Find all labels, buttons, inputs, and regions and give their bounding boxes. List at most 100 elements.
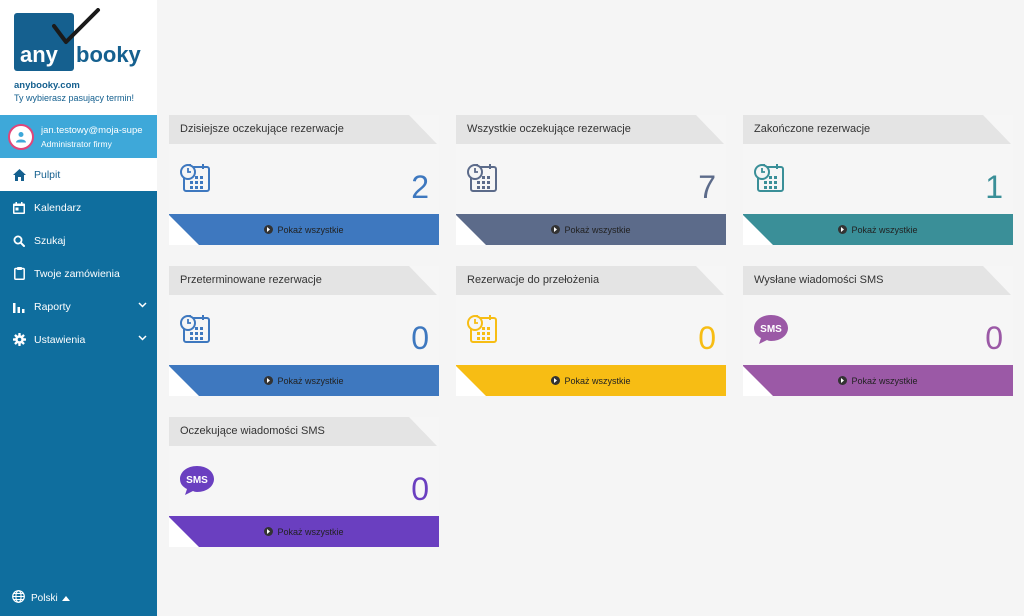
show-all-button[interactable]: Pokaż wszystkie xyxy=(169,516,439,547)
show-all-button[interactable]: Pokaż wszystkie xyxy=(169,214,439,245)
card-count: 1 xyxy=(985,169,1003,205)
calendar-clock-icon xyxy=(180,164,210,192)
card-header: Dzisiejsze oczekujące rezerwacje xyxy=(169,115,439,144)
stat-card: Dzisiejsze oczekujące rezerwacje 2 Pokaż xyxy=(169,115,439,245)
show-all-label: Pokaż wszystkie xyxy=(277,526,344,537)
card-body: SMS 0 xyxy=(169,446,439,516)
nav-item-kalendarz[interactable]: Kalendarz xyxy=(0,191,157,224)
search-icon xyxy=(12,234,26,248)
user-email: jan.testowy@moja-supe xyxy=(41,124,143,136)
card-body: 0 xyxy=(169,295,439,365)
nav-item-ustawienia[interactable]: Ustawienia xyxy=(0,323,157,356)
card-count: 0 xyxy=(411,471,429,507)
arrow-right-circle-icon xyxy=(264,527,274,536)
user-role: Administrator firmy xyxy=(41,138,112,149)
card-count: 0 xyxy=(985,320,1003,356)
show-all-label: Pokaż wszystkie xyxy=(277,375,344,386)
nav-item-szukaj[interactable]: Szukaj xyxy=(0,224,157,257)
anybooky-logo[interactable]: any booky xyxy=(14,8,146,74)
card-count: 0 xyxy=(698,320,716,356)
arrow-right-circle-icon xyxy=(264,225,274,234)
card-body: 7 xyxy=(456,144,726,214)
card-count: 0 xyxy=(411,320,429,356)
card-header: Oczekujące wiadomości SMS xyxy=(169,417,439,446)
main-nav: Pulpit Kalendarz Szukaj Twoje zamówienia… xyxy=(0,158,157,356)
language-selector[interactable]: Polski xyxy=(12,590,70,606)
brand-area: any booky anybooky.com Ty wybierasz pasu… xyxy=(0,0,157,115)
card-count: 2 xyxy=(411,169,429,205)
sidebar: any booky anybooky.com Ty wybierasz pasu… xyxy=(0,0,157,616)
show-all-button[interactable]: Pokaż wszystkie xyxy=(743,365,1013,396)
bar-chart-icon xyxy=(12,300,26,314)
nav-label: Ustawienia xyxy=(34,333,86,346)
globe-icon xyxy=(12,590,25,606)
card-header: Wszystkie oczekujące rezerwacje xyxy=(456,115,726,144)
user-panel[interactable]: jan.testowy@moja-supe Administrator firm… xyxy=(0,115,157,158)
logo-text-booky: booky xyxy=(76,42,141,67)
sms-bubble-icon: SMS xyxy=(754,315,788,344)
card-title: Zakończone rezerwacje xyxy=(754,123,871,135)
stat-card: Przeterminowane rezerwacje 0 Pokaż wszys… xyxy=(169,266,439,396)
show-all-label: Pokaż wszystkie xyxy=(564,224,631,235)
nav-label: Szukaj xyxy=(34,234,66,247)
arrow-right-circle-icon xyxy=(838,376,848,385)
chevron-down-icon xyxy=(138,335,147,341)
card-title: Wszystkie oczekujące rezerwacje xyxy=(467,123,631,135)
show-all-button[interactable]: Pokaż wszystkie xyxy=(169,365,439,396)
card-count: 7 xyxy=(698,169,716,205)
card-title: Przeterminowane rezerwacje xyxy=(180,274,322,286)
nav-label: Twoje zamówienia xyxy=(34,267,120,280)
nav-item-pulpit[interactable]: Pulpit xyxy=(0,158,157,191)
arrow-right-circle-icon xyxy=(838,225,848,234)
card-title: Rezerwacje do przełożenia xyxy=(467,274,600,286)
show-all-label: Pokaż wszystkie xyxy=(564,375,631,386)
card-title: Oczekujące wiadomości SMS xyxy=(180,425,325,437)
stat-card: Zakończone rezerwacje 1 Pokaż wszystkie xyxy=(743,115,1013,245)
nav-item-raporty[interactable]: Raporty xyxy=(0,290,157,323)
nav-item-twoje-zamowienia[interactable]: Twoje zamówienia xyxy=(0,257,157,290)
brand-slogan: Ty wybierasz pasujący termin! xyxy=(14,93,135,103)
chevron-down-icon xyxy=(138,302,147,308)
calendar-clock-icon xyxy=(180,315,210,343)
arrow-right-circle-icon xyxy=(264,376,274,385)
stat-card: Wysłane wiadomości SMS SMS 0 Pokaż wszys… xyxy=(743,266,1013,396)
stat-card: Rezerwacje do przełożenia 0 Pokaż wszyst… xyxy=(456,266,726,396)
language-label: Polski xyxy=(31,592,58,604)
card-title: Dzisiejsze oczekujące rezerwacje xyxy=(180,123,344,135)
calendar-clock-icon xyxy=(467,315,497,343)
nav-label: Pulpit xyxy=(34,168,61,181)
calendar-icon xyxy=(12,201,26,215)
card-body: 0 xyxy=(456,295,726,365)
show-all-label: Pokaż wszystkie xyxy=(851,375,918,386)
sms-bubble-icon: SMS xyxy=(180,466,214,495)
card-title: Wysłane wiadomości SMS xyxy=(754,274,884,286)
show-all-button[interactable]: Pokaż wszystkie xyxy=(456,214,726,245)
show-all-button[interactable]: Pokaż wszystkie xyxy=(456,365,726,396)
show-all-label: Pokaż wszystkie xyxy=(851,224,918,235)
show-all-button[interactable]: Pokaż wszystkie xyxy=(743,214,1013,245)
gear-icon xyxy=(12,333,26,347)
nav-label: Kalendarz xyxy=(34,201,82,214)
stat-card: Wszystkie oczekujące rezerwacje 7 Pokaż … xyxy=(456,115,726,245)
calendar-clock-icon xyxy=(754,164,784,192)
card-body: 2 xyxy=(169,144,439,214)
brand-url: anybooky.com xyxy=(14,80,80,91)
arrow-right-circle-icon xyxy=(551,225,561,234)
card-header: Zakończone rezerwacje xyxy=(743,115,1013,144)
caret-up-icon xyxy=(61,595,70,601)
calendar-clock-icon xyxy=(467,164,497,192)
arrow-right-circle-icon xyxy=(551,376,561,385)
stat-card: Oczekujące wiadomości SMS SMS 0 Pokaż ws… xyxy=(169,417,439,547)
sms-label: SMS xyxy=(186,475,208,486)
card-body: SMS 0 xyxy=(743,295,1013,365)
card-header: Przeterminowane rezerwacje xyxy=(169,266,439,295)
card-header: Rezerwacje do przełożenia xyxy=(456,266,726,295)
card-header: Wysłane wiadomości SMS xyxy=(743,266,1013,295)
nav-label: Raporty xyxy=(34,300,71,313)
show-all-label: Pokaż wszystkie xyxy=(277,224,344,235)
card-body: 1 xyxy=(743,144,1013,214)
sms-label: SMS xyxy=(760,324,782,335)
avatar xyxy=(8,123,34,150)
user-icon xyxy=(16,131,26,142)
logo-text-any: any xyxy=(20,42,58,67)
